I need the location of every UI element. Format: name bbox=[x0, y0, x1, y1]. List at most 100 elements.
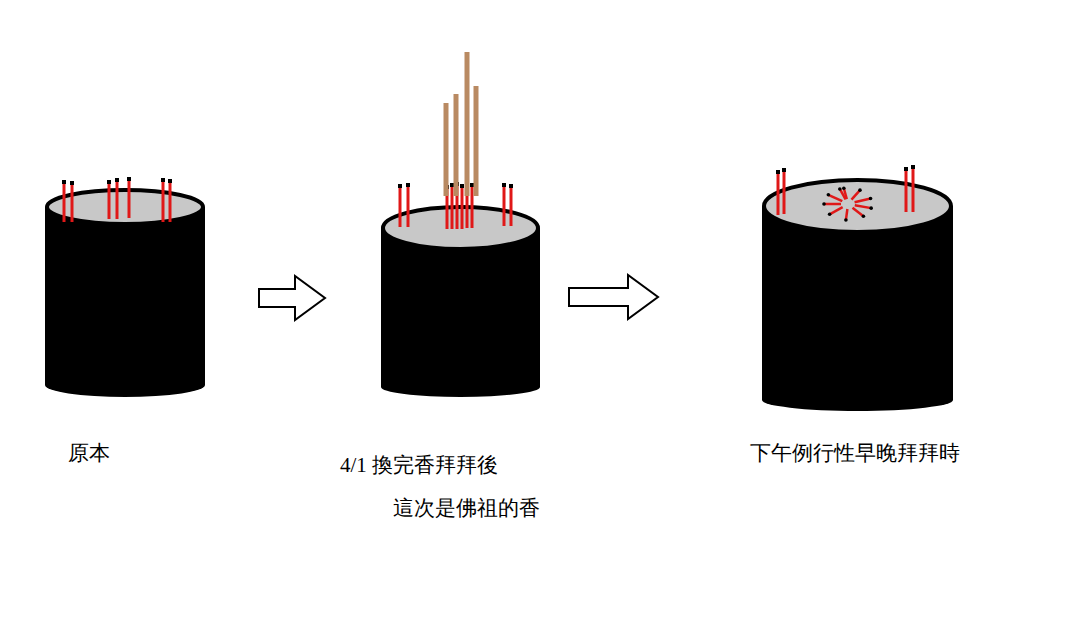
burner-stage: 原本 bbox=[40, 170, 219, 475]
stick-body bbox=[169, 182, 172, 222]
stick-ember bbox=[161, 178, 165, 182]
incense-stick bbox=[70, 181, 74, 222]
stick-body bbox=[824, 203, 841, 206]
flow-arrow bbox=[569, 275, 658, 319]
stick-body bbox=[777, 173, 780, 215]
incense-stick bbox=[62, 180, 66, 222]
incense-stick bbox=[398, 184, 402, 227]
stick-body bbox=[71, 184, 74, 222]
stick-body bbox=[461, 187, 464, 229]
incense-stick bbox=[168, 179, 172, 222]
incense-stick bbox=[460, 184, 464, 229]
buddha-incense bbox=[465, 52, 470, 196]
stick-ember bbox=[862, 214, 866, 218]
incense-stick bbox=[127, 177, 131, 218]
stick-ember bbox=[70, 181, 74, 185]
stick-ember bbox=[776, 170, 780, 174]
incense-sticks bbox=[62, 52, 915, 229]
stick-ember bbox=[782, 168, 786, 172]
burner-afternoon bbox=[762, 180, 953, 411]
stick-ember bbox=[869, 197, 873, 201]
burnt-stick bbox=[828, 207, 843, 216]
incense-stick bbox=[107, 180, 111, 219]
burner-base bbox=[45, 373, 205, 397]
stick-body bbox=[451, 186, 454, 229]
stick-ember bbox=[406, 183, 410, 187]
stick-ember bbox=[168, 179, 172, 183]
stick-ember bbox=[107, 180, 111, 184]
incense-stick bbox=[115, 178, 119, 219]
stick-body bbox=[855, 205, 871, 208]
stick-ember bbox=[115, 178, 119, 182]
burnt-stick bbox=[852, 188, 862, 199]
incense-stick bbox=[776, 170, 780, 215]
stick-ember bbox=[470, 183, 474, 187]
incense-stick bbox=[161, 178, 165, 222]
stick-body bbox=[783, 171, 786, 214]
burnt-stick bbox=[822, 202, 841, 206]
stick-body bbox=[407, 186, 410, 227]
stage-caption: 這次是佛祖的香 bbox=[393, 495, 540, 522]
stick-ember bbox=[838, 187, 842, 191]
incense-stick bbox=[904, 167, 908, 212]
stick-ember bbox=[509, 184, 513, 188]
stick-body bbox=[399, 187, 402, 227]
burner-ash-top bbox=[764, 180, 951, 232]
incense-stick bbox=[509, 184, 513, 226]
stick-body bbox=[830, 207, 843, 214]
burner-original bbox=[45, 190, 205, 397]
stick-body bbox=[63, 183, 66, 222]
stick-ember bbox=[827, 193, 831, 197]
burnt-stick bbox=[827, 193, 843, 201]
stick-body bbox=[912, 168, 915, 212]
stick-body bbox=[828, 195, 842, 201]
stick-ember bbox=[911, 165, 915, 169]
burner-base bbox=[381, 377, 540, 397]
stick-body bbox=[510, 187, 513, 226]
stick-body bbox=[503, 186, 506, 226]
stick-ember bbox=[869, 206, 873, 210]
burner-body bbox=[45, 207, 205, 385]
burner-base bbox=[762, 389, 953, 411]
burnt-stick bbox=[844, 209, 848, 222]
stick-ember bbox=[460, 184, 464, 188]
stick-body bbox=[855, 199, 871, 203]
incense-stick bbox=[782, 168, 786, 214]
incense-stick bbox=[406, 183, 410, 227]
stick-body bbox=[471, 186, 474, 228]
stick-ember bbox=[127, 177, 131, 181]
stick-ember bbox=[842, 186, 846, 190]
burnt-stick bbox=[852, 208, 865, 218]
stick-ember bbox=[62, 180, 66, 184]
burnt-stick bbox=[855, 197, 873, 203]
burner-ash-top bbox=[47, 190, 203, 224]
incense-stick bbox=[470, 183, 474, 228]
stick-ember bbox=[450, 183, 454, 187]
buddha-incense bbox=[474, 86, 479, 196]
buddha-incense bbox=[454, 94, 459, 196]
burner-body bbox=[762, 206, 953, 400]
burner-stage: 下午例行性早晚拜拜時 bbox=[745, 160, 964, 475]
burner-stage: 4/1 換完香拜拜後這次是佛祖的香 bbox=[335, 170, 554, 531]
incense-stick bbox=[450, 183, 454, 229]
stick-ember bbox=[844, 218, 848, 222]
flow-arrow bbox=[259, 276, 325, 320]
incense-stick bbox=[911, 165, 915, 212]
stick-ember bbox=[398, 184, 402, 188]
stick-body bbox=[905, 170, 908, 212]
stick-body bbox=[108, 183, 111, 219]
burnt-stick bbox=[838, 187, 846, 199]
burnt-stick bbox=[855, 205, 873, 210]
buddha-incense bbox=[444, 103, 449, 196]
stage-caption: 原本 bbox=[68, 440, 110, 467]
stick-body bbox=[128, 180, 131, 218]
stick-ember bbox=[904, 167, 908, 171]
stage-caption: 下午例行性早晚拜拜時 bbox=[750, 440, 960, 467]
burner-body bbox=[381, 228, 540, 387]
stick-ember bbox=[828, 212, 832, 216]
stick-ember bbox=[502, 183, 506, 187]
stick-body bbox=[852, 208, 863, 216]
burner-after-change bbox=[381, 207, 540, 397]
